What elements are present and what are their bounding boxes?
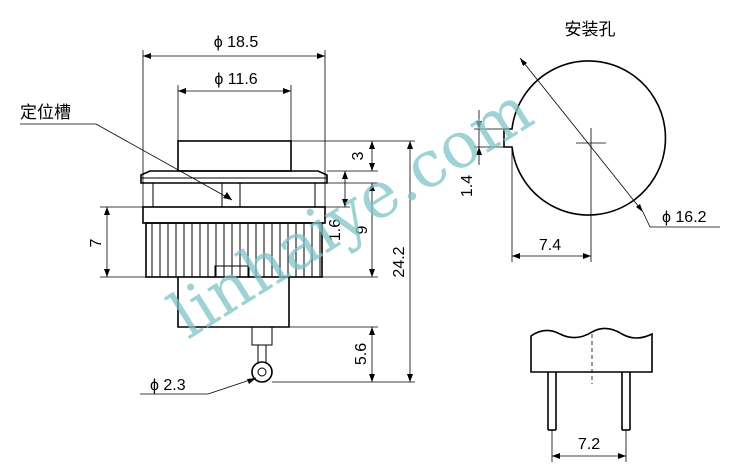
- dim-terminal-h: 5.6: [353, 343, 370, 365]
- mount-hole-title: 安装孔: [565, 20, 616, 40]
- dim-pin-spacing: 7.2: [578, 436, 600, 453]
- side-view: ϕ 18.5 ϕ 11.6 3 1.6 9 24.2 5.: [20, 34, 415, 395]
- dim-ring-h: 7: [88, 238, 105, 247]
- terminal-eye: [251, 361, 273, 383]
- cap: [177, 140, 292, 172]
- dim-cap-dia: ϕ 11.6: [214, 71, 257, 88]
- terminal-tab: [214, 265, 250, 278]
- base: [177, 277, 290, 328]
- pin-view: 7.2: [530, 327, 653, 462]
- knurl-lines: [151, 223, 321, 277]
- dim-flat-h: 1.4: [459, 175, 476, 197]
- slot-label: 定位槽: [20, 103, 71, 123]
- dim-body-h: 9: [354, 225, 371, 234]
- terminal: [251, 327, 273, 346]
- flange: [140, 170, 328, 184]
- dim-outer-dia: ϕ 18.5: [214, 34, 259, 51]
- neck: [152, 182, 316, 208]
- terminal-hole: [257, 367, 267, 377]
- dim-total-h: 24.2: [391, 246, 408, 277]
- watermark: linhaiye.com: [157, 73, 545, 354]
- dim-hole-dia: ϕ 2.3: [150, 377, 186, 394]
- mount-hole-outline: [503, 60, 667, 216]
- mount-hole-view: 安装孔 ϕ 16.2 1.4 7.4: [459, 20, 720, 262]
- dim-hole-offset: 7.4: [539, 237, 561, 254]
- pin-block: [530, 327, 653, 373]
- dim-cap-h: 3: [350, 151, 367, 160]
- dim-hole-circle-dia: ϕ 16.2: [662, 209, 707, 226]
- dim-slot-h: 1.6: [327, 219, 344, 241]
